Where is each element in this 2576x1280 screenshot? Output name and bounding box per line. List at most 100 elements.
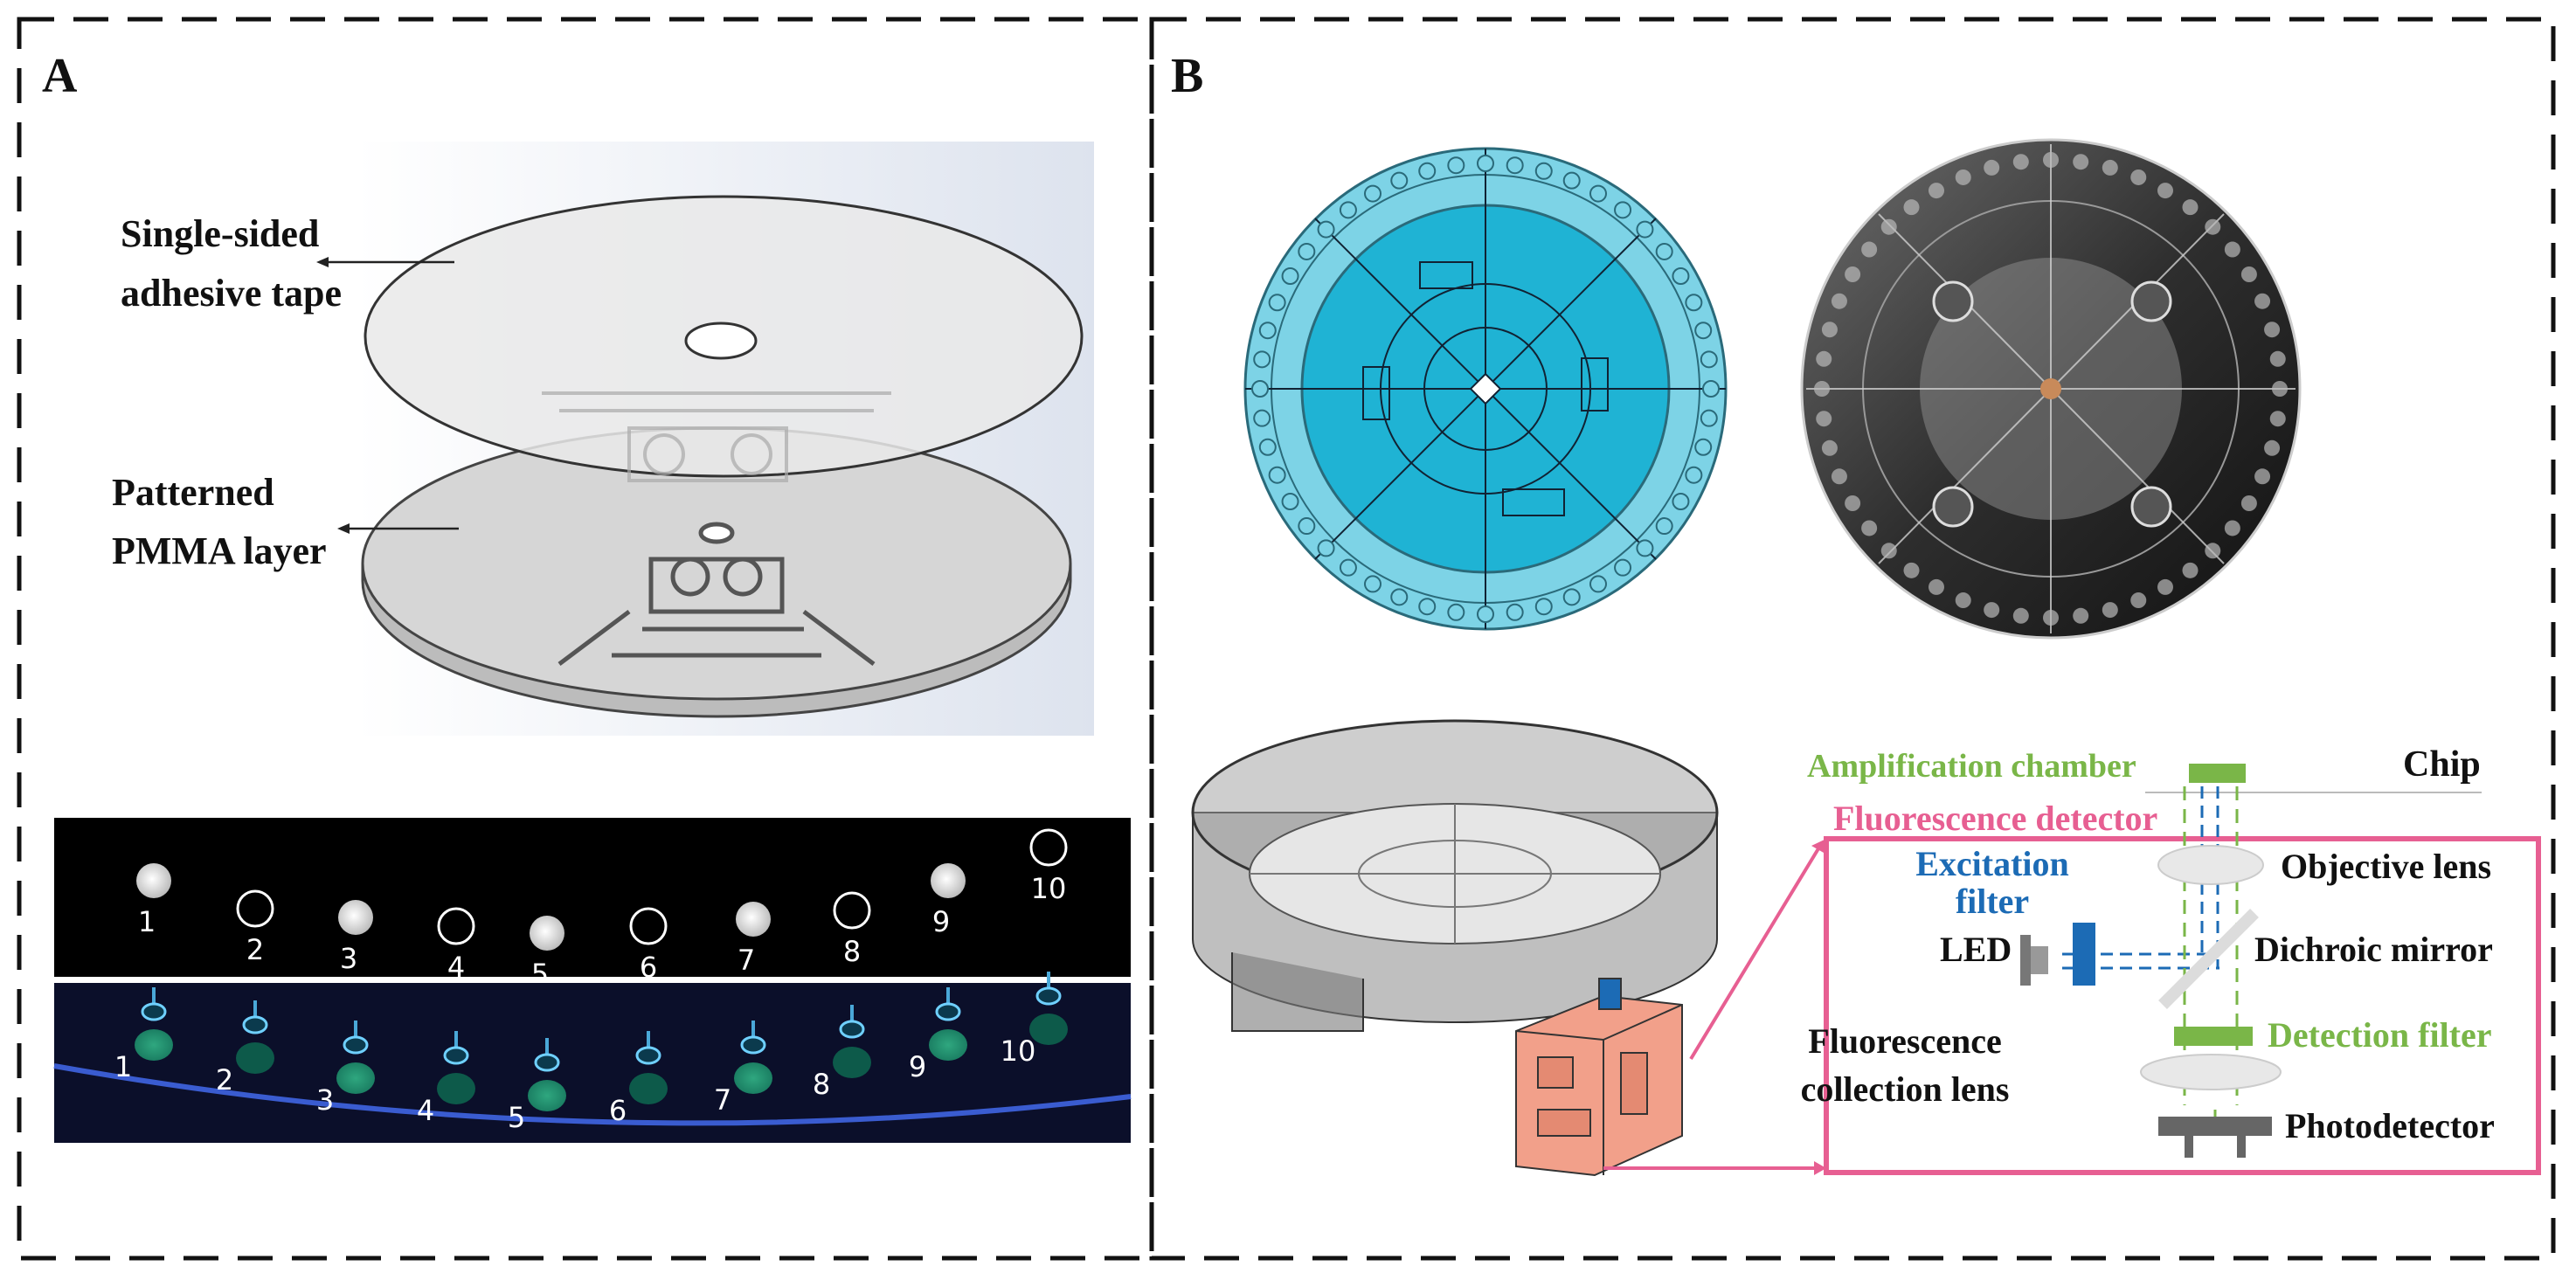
photo-rim-chamber <box>1984 602 2000 619</box>
cad-rim-chamber <box>1685 294 1703 312</box>
photo-rim-chamber <box>2254 468 2271 485</box>
fluorescence-valve <box>740 1035 766 1055</box>
darkfield-well-number: 8 <box>843 935 861 968</box>
cad-rim-chamber <box>1694 438 1713 456</box>
tape-label-2: adhesive tape <box>121 272 342 315</box>
photo-rim-chamber <box>2043 152 2059 168</box>
collection-lens-shape <box>2140 1054 2282 1090</box>
cad-rim-chamber <box>1281 267 1299 285</box>
darkfield-well-7 <box>736 902 771 937</box>
cad-rim-chamber <box>1589 184 1607 203</box>
panel-a-letter: A <box>42 49 78 103</box>
fluorescence-well-number: 1 <box>114 1050 132 1083</box>
disc-rim-arc <box>53 1063 1132 1126</box>
darkfield-photo <box>54 818 1131 977</box>
photo-rim-chamber <box>1903 199 1920 216</box>
fluorescence-valve <box>443 1046 469 1065</box>
pmma-channel-pattern <box>557 522 876 666</box>
cad-rim-chamber <box>1253 350 1271 369</box>
darkfield-well-5 <box>530 916 564 951</box>
photo-rim-chamber <box>1984 159 2000 176</box>
fluorescence-well-9 <box>929 1029 967 1061</box>
fluorescence-well-8 <box>833 1047 871 1078</box>
fluorescence-well-number: 5 <box>508 1101 525 1134</box>
photo-rim-chamber <box>1955 592 1971 609</box>
fluorescence-well-1 <box>135 1029 173 1061</box>
photo-rim-chamber <box>2157 578 2173 595</box>
fluorescence-valve <box>1035 986 1062 1006</box>
cad-rim-chamber <box>1562 588 1581 606</box>
excitation-filter-label-2: filter <box>1956 882 2029 921</box>
cad-rim-chamber <box>1534 162 1553 180</box>
photo-rim-chamber <box>2182 562 2199 578</box>
cad-rim-chamber <box>1253 409 1271 427</box>
darkfield-well-8 <box>833 891 871 930</box>
fluorescence-well-3 <box>336 1062 375 1094</box>
photo-rim-chamber <box>2224 241 2240 258</box>
amplification-chamber-block <box>2189 764 2246 783</box>
cad-rim-chamber <box>1655 517 1673 536</box>
excitation-filter-label-1: Excitation <box>1915 844 2069 883</box>
photo-rim-chamber <box>1880 543 1897 559</box>
photo-rim-chamber <box>2269 350 2286 367</box>
darkfield-well-number: 2 <box>246 933 264 966</box>
photo-rim-chamber <box>1955 169 1971 185</box>
cad-rim-chamber <box>1636 220 1654 239</box>
cad-rim-chamber <box>1694 322 1713 340</box>
objective-lens-label: Objective lens <box>2281 847 2491 886</box>
photodetector-shape <box>2158 1117 2272 1136</box>
cad-rim-chamber <box>1672 493 1690 510</box>
excitation-filter-shape <box>2073 923 2095 986</box>
cad-rim-chamber <box>1702 380 1720 398</box>
cad-rim-chamber <box>1614 201 1632 219</box>
fluorescence-valve <box>839 1020 865 1039</box>
photo-rim-chamber <box>1816 411 1832 427</box>
photo-rim-chamber <box>1861 520 1878 536</box>
led-emitter <box>2031 946 2048 974</box>
fluorescence-well-number: 4 <box>417 1094 434 1127</box>
detection-filter-label: Detection filter <box>2268 1015 2492 1055</box>
cad-rim-chamber <box>1258 438 1277 456</box>
fluorescence-detector-label: Fluorescence detector <box>1833 799 2157 838</box>
faint-pattern <box>542 391 891 482</box>
cad-rim-chamber <box>1506 603 1524 621</box>
photo-rim-chamber <box>2264 322 2281 338</box>
cad-rim-chamber <box>1390 171 1409 190</box>
photo-rim-chamber <box>1880 218 1897 235</box>
photo-rim-chamber <box>2012 154 2029 170</box>
photo-rim-chamber <box>2073 607 2089 624</box>
photo-rim-chamber <box>2240 495 2257 511</box>
tape-center-hole <box>684 322 758 360</box>
fluorescence-valve <box>534 1053 560 1072</box>
photo-rim-chamber <box>1929 183 1944 199</box>
objective-lens-shape <box>2157 845 2264 885</box>
photo-rim-chamber <box>1861 241 1878 258</box>
photo-rim-chamber <box>1845 266 1861 282</box>
collection-lens-label-2: collection lens <box>1801 1069 2010 1109</box>
fluorescence-valve <box>141 1002 167 1021</box>
fluorescence-well-2 <box>236 1042 274 1074</box>
fluorescence-well-7 <box>734 1062 772 1094</box>
fluorescence-well-number: 7 <box>714 1083 731 1117</box>
fluorescence-valve <box>343 1035 369 1055</box>
chip-photo <box>1800 138 2302 640</box>
cad-rim-chamber <box>1477 155 1494 172</box>
photo-rim-chamber <box>1831 293 1847 309</box>
optical-schematic <box>1603 764 2541 1175</box>
cad-rim-chamber <box>1390 588 1409 606</box>
photo-rim-chamber <box>2272 381 2288 397</box>
photo-rim-chamber <box>2073 154 2089 170</box>
cad-rim-chamber <box>1418 598 1437 616</box>
cad-rim-chamber <box>1534 598 1553 616</box>
led-label: LED <box>1940 930 2012 969</box>
photo-rim-chamber <box>2130 169 2147 185</box>
photo-rim-chamber <box>1831 468 1847 485</box>
cad-rim-chamber <box>1268 294 1286 312</box>
cad-rim-chamber <box>1562 171 1581 190</box>
darkfield-well-number: 4 <box>447 951 465 984</box>
photo-rim-chamber <box>2012 607 2029 624</box>
tape-label-1: Single-sided <box>121 212 319 255</box>
darkfield-well-2 <box>236 889 274 928</box>
led-housing <box>2020 935 2031 986</box>
